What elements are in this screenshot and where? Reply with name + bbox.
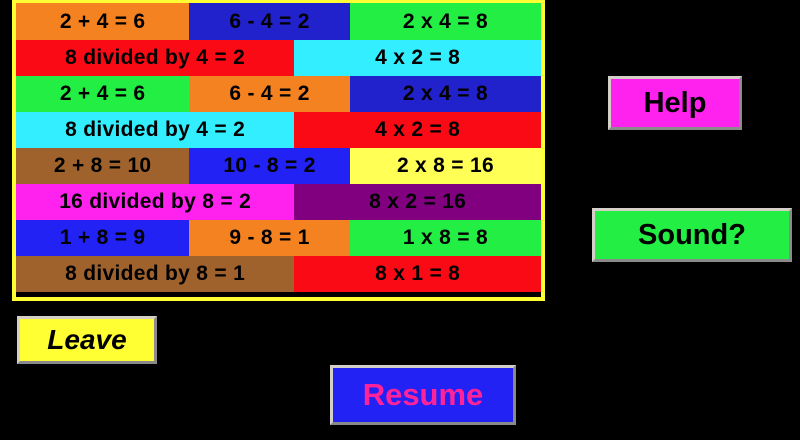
fact-cell[interactable]: 6 - 4 = 2 <box>189 76 350 112</box>
leave-button[interactable]: Leave <box>17 316 157 364</box>
fact-cell[interactable]: 2 x 4 = 8 <box>349 76 541 112</box>
fact-cell[interactable]: 8 divided by 4 = 2 <box>16 112 295 148</box>
fact-cell[interactable]: 2 x 8 = 16 <box>349 148 541 184</box>
fact-cell[interactable]: 6 - 4 = 2 <box>189 3 350 40</box>
fact-cell[interactable]: 4 x 2 = 8 <box>294 40 541 76</box>
help-button[interactable]: Help <box>608 76 742 130</box>
fact-cell[interactable]: 1 + 8 = 9 <box>16 220 190 256</box>
fact-cell[interactable]: 10 - 8 = 2 <box>189 148 350 184</box>
fact-cell[interactable]: 4 x 2 = 8 <box>294 112 541 148</box>
resume-button[interactable]: Resume <box>330 365 516 425</box>
fact-cell[interactable]: 1 x 8 = 8 <box>349 220 541 256</box>
fact-cell[interactable]: 2 + 4 = 6 <box>16 3 190 40</box>
fact-cell[interactable]: 8 x 1 = 8 <box>294 256 541 292</box>
sound-toggle-button[interactable]: Sound? <box>592 208 792 262</box>
fact-cell[interactable]: 16 divided by 8 = 2 <box>16 184 295 220</box>
fact-cell[interactable]: 2 + 8 = 10 <box>16 148 190 184</box>
fact-cell[interactable]: 8 x 2 = 16 <box>294 184 541 220</box>
fact-cell[interactable]: 8 divided by 4 = 2 <box>16 40 295 76</box>
fact-cell[interactable]: 8 divided by 8 = 1 <box>16 256 295 292</box>
fact-cell[interactable]: 2 x 4 = 8 <box>349 3 541 40</box>
fact-cell[interactable]: 2 + 4 = 6 <box>16 76 190 112</box>
fact-cell[interactable]: 9 - 8 = 1 <box>189 220 350 256</box>
